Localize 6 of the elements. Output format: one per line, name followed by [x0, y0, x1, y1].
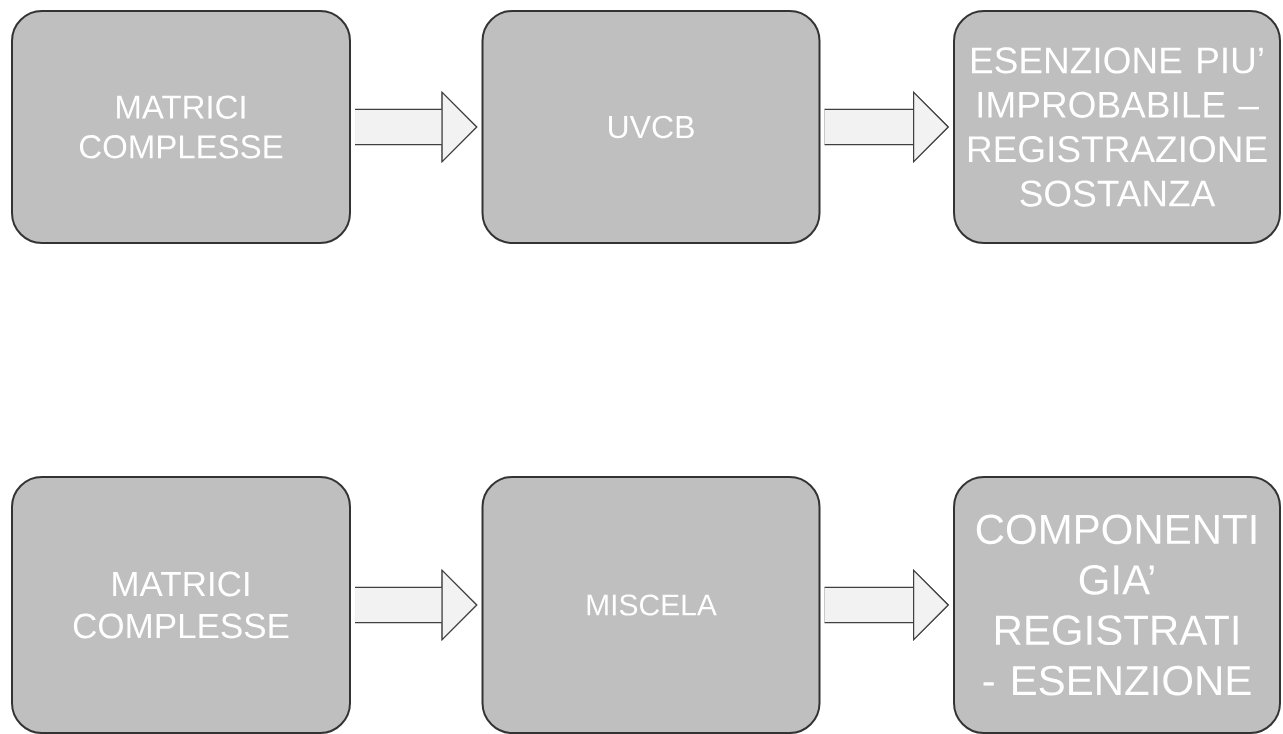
process-box: MATRICI COMPLESSE	[11, 10, 351, 244]
process-box: COMPONENTI GIA’ REGISTRATI - ESENZIONE	[953, 476, 1281, 734]
process-box: MISCELA	[481, 476, 821, 734]
process-box: ESENZIONE PIU’ IMPROBABILE – REGISTRAZIONE SOSTANZA	[953, 10, 1281, 244]
process-box: UVCB	[481, 10, 821, 244]
process-box: MATRICI COMPLESSE	[11, 476, 351, 734]
